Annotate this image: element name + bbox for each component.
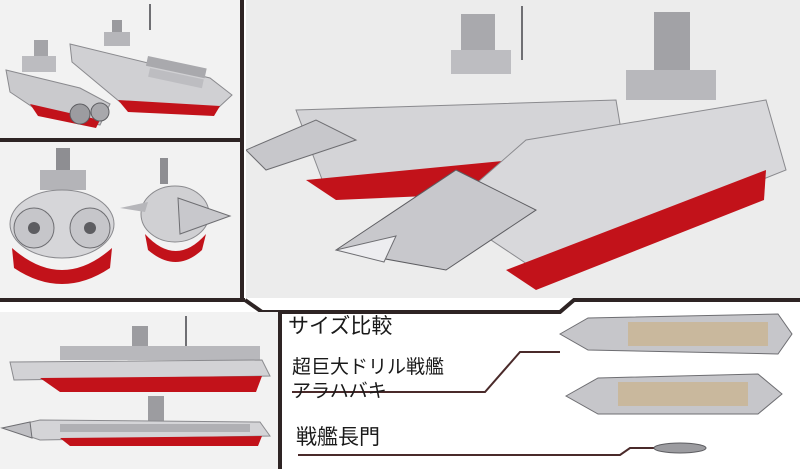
battleship-nagato-label: 戦艦長門	[296, 425, 380, 449]
ships-hero-view	[246, 6, 787, 290]
drill-ship-front	[9, 148, 115, 284]
nagato-side	[0, 396, 271, 446]
panel-middle-left	[0, 142, 240, 298]
size-comparison-label: サイズ比較	[288, 314, 393, 338]
ships-front-view	[9, 148, 232, 284]
ships-side-view	[0, 316, 271, 446]
drill-ship-top-down	[558, 313, 793, 355]
nagato-top-down	[653, 442, 707, 454]
nagato-front	[120, 158, 232, 262]
panel-top-left	[0, 0, 240, 138]
panel-top-down	[548, 302, 800, 469]
drill-ship-name-line1: 超巨大ドリル戦艦	[292, 356, 445, 378]
nagato-angled	[5, 40, 111, 128]
drill-ship-angled	[69, 4, 233, 116]
drill-ship-name-line2: アラハバキ	[292, 380, 387, 402]
panel-bottom-left	[0, 312, 278, 469]
drill-ship-side	[9, 316, 271, 392]
drill-ship-hero-front	[334, 12, 787, 290]
ships-top-down-view	[558, 313, 793, 454]
panel-main	[246, 0, 800, 298]
drill-ship-top-down-2	[564, 373, 783, 415]
ships-angled-view	[5, 4, 233, 128]
